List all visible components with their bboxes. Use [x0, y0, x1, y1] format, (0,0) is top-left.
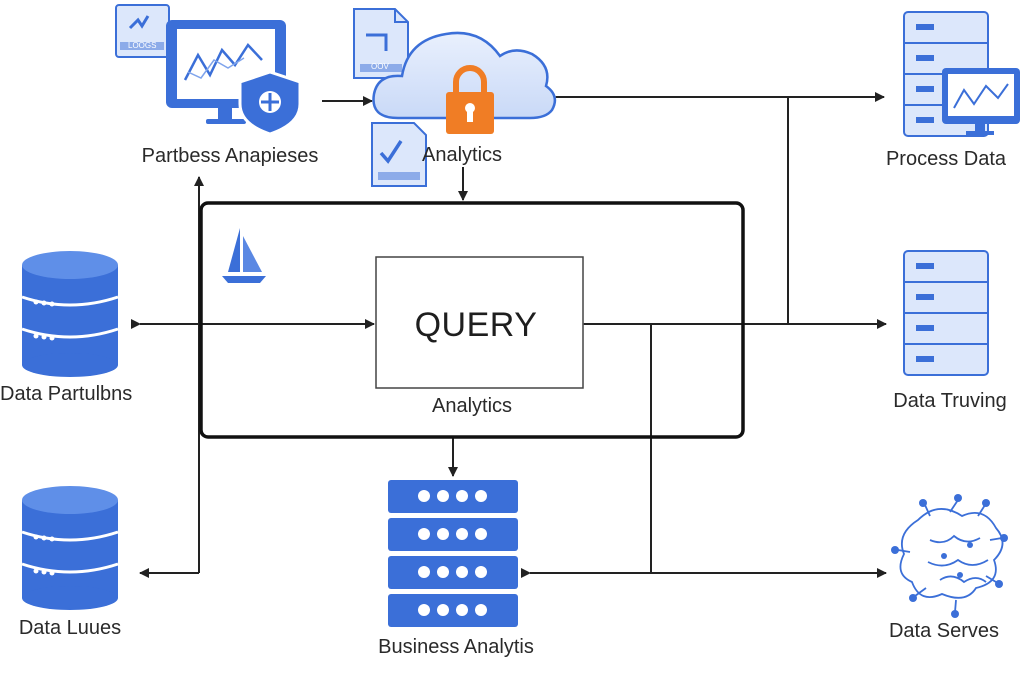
node-label-top-center: Analytics	[421, 144, 503, 166]
database-icon	[21, 486, 119, 610]
doc-icon-text: OOV	[371, 62, 389, 71]
node-label-bottom-center: Business Analytis	[378, 636, 534, 658]
doc-icon-text: LOOGS	[128, 41, 157, 50]
node-label-mid-left: Data Partulbns	[0, 383, 133, 405]
checklist-document-icon	[371, 122, 427, 187]
query-box	[375, 256, 584, 389]
node-label-bottom-right: Data Serves	[888, 620, 1000, 642]
query-title: QUERY	[414, 306, 538, 344]
node-label-bottom-left: Data Luues	[18, 617, 122, 639]
cloud-icon	[372, 31, 557, 120]
server-rack-icon	[903, 250, 989, 376]
monitor-small-icon	[942, 68, 1020, 135]
node-label-top-left: Partbess Anapieses	[141, 145, 319, 167]
business-server-icon	[388, 480, 518, 627]
lock-icon	[446, 65, 494, 134]
document-icon	[353, 8, 409, 79]
sailboat-icon	[222, 228, 266, 283]
network-node-dots	[891, 494, 1008, 618]
shield-icon	[238, 70, 302, 136]
main-frame	[199, 201, 745, 439]
node-label-top-right: Process Data	[885, 148, 1007, 170]
connectors	[131, 92, 887, 578]
node-label-mid-right: Data Truving	[893, 390, 1007, 412]
network-brain-icon	[897, 499, 1004, 613]
query-caption: Analytics	[431, 395, 513, 417]
database-icon	[21, 251, 119, 377]
